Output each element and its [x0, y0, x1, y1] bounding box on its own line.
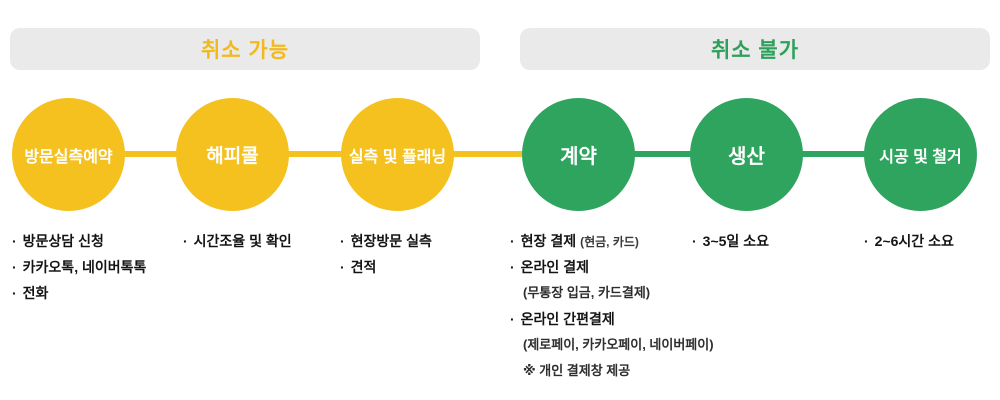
bullet-marker: · — [12, 285, 17, 301]
connector-line-yellow — [68, 151, 578, 157]
header-cancellable-label: 취소 가능 — [200, 39, 290, 62]
bullet-marker: · — [864, 233, 869, 249]
detail-noteline: ※ 개인 결제창 제공 — [510, 358, 714, 384]
detail-text: 온라인 결제 — [520, 259, 589, 275]
bullet-marker: · — [340, 233, 345, 249]
detail-text: 현장방문 실측 — [350, 233, 432, 249]
step-label: 생산 — [728, 146, 765, 168]
step-details-production: · 3~5일 소요 — [692, 228, 769, 254]
detail-text: 전화 — [22, 285, 49, 301]
step-details-happy-call: · 시간조율 및 확인 — [183, 228, 292, 254]
step-label: 시공 및 철거 — [879, 148, 962, 166]
detail-line: · 견적 — [340, 254, 432, 280]
detail-line: · 방문상담 신청 — [12, 228, 146, 254]
step-circle-visit-reservation: 방문실측예약 — [12, 98, 125, 211]
header-cancellable-bar: 취소 가능 — [10, 28, 480, 70]
step-circle-contract: 계약 — [522, 98, 635, 211]
bullet-marker: · — [510, 259, 515, 275]
detail-line: · 카카오톡, 네이버톡톡 — [12, 254, 146, 280]
bullet-marker: · — [692, 233, 697, 249]
step-circle-happy-call: 해피콜 — [176, 98, 289, 211]
step-details-install-removal: · 2~6시간 소요 — [864, 228, 954, 254]
step-details-contract: · 현장 결제(현금, 카드) · 온라인 결제 (무통장 입금, 카드결제) · 온… — [510, 228, 714, 384]
step-label: 계약 — [560, 146, 597, 168]
detail-text: (무통장 입금, 카드결제) — [523, 285, 651, 300]
detail-text: 방문상담 신청 — [22, 233, 104, 249]
detail-line: · 시간조율 및 확인 — [183, 228, 292, 254]
detail-subline: (제로페이, 카카오페이, 네이버페이) — [510, 332, 714, 358]
detail-line: · 전화 — [12, 280, 146, 306]
detail-line: · 온라인 결제 — [510, 254, 714, 280]
step-circle-measure-planning: 실측 및 플래닝 — [341, 98, 454, 211]
detail-line: · 2~6시간 소요 — [864, 228, 954, 254]
bullet-marker: · — [12, 259, 17, 275]
step-label: 해피콜 — [206, 146, 259, 167]
detail-text: 견적 — [350, 259, 377, 275]
step-circle-install-removal: 시공 및 철거 — [864, 98, 977, 211]
detail-text: 카카오톡, 네이버톡톡 — [22, 259, 147, 275]
step-details-visit-reservation: · 방문상담 신청 · 카카오톡, 네이버톡톡 · 전화 — [12, 228, 146, 306]
detail-text: 온라인 간편결제 — [520, 311, 615, 327]
detail-line: · 3~5일 소요 — [692, 228, 769, 254]
header-non-cancellable-bar: 취소 불가 — [520, 28, 990, 70]
step-label: 방문실측예약 — [24, 148, 113, 166]
detail-text: ※ 개인 결제창 제공 — [523, 363, 631, 378]
bullet-marker: · — [510, 233, 515, 249]
detail-text: 현장 결제 — [520, 233, 577, 249]
detail-text: 시간조율 및 확인 — [193, 233, 292, 249]
bullet-marker: · — [183, 233, 188, 249]
step-label: 실측 및 플래닝 — [348, 148, 447, 166]
bullet-marker: · — [340, 259, 345, 275]
step-details-measure-planning: · 현장방문 실측 · 견적 — [340, 228, 432, 280]
detail-text: 2~6시간 소요 — [874, 233, 954, 249]
detail-text: 3~5일 소요 — [702, 233, 769, 249]
bullet-marker: · — [12, 233, 17, 249]
detail-line: · 현장 결제(현금, 카드) — [510, 228, 714, 254]
step-circle-production: 생산 — [690, 98, 803, 211]
header-non-cancellable-label: 취소 불가 — [710, 39, 800, 62]
detail-line: · 현장방문 실측 — [340, 228, 432, 254]
detail-line: · 온라인 간편결제 — [510, 306, 714, 332]
detail-text: (제로페이, 카카오페이, 네이버페이) — [523, 337, 714, 352]
bullet-marker: · — [510, 311, 515, 327]
detail-subline: (무통장 입금, 카드결제) — [510, 280, 714, 306]
detail-subtext: (현금, 카드) — [580, 235, 639, 249]
